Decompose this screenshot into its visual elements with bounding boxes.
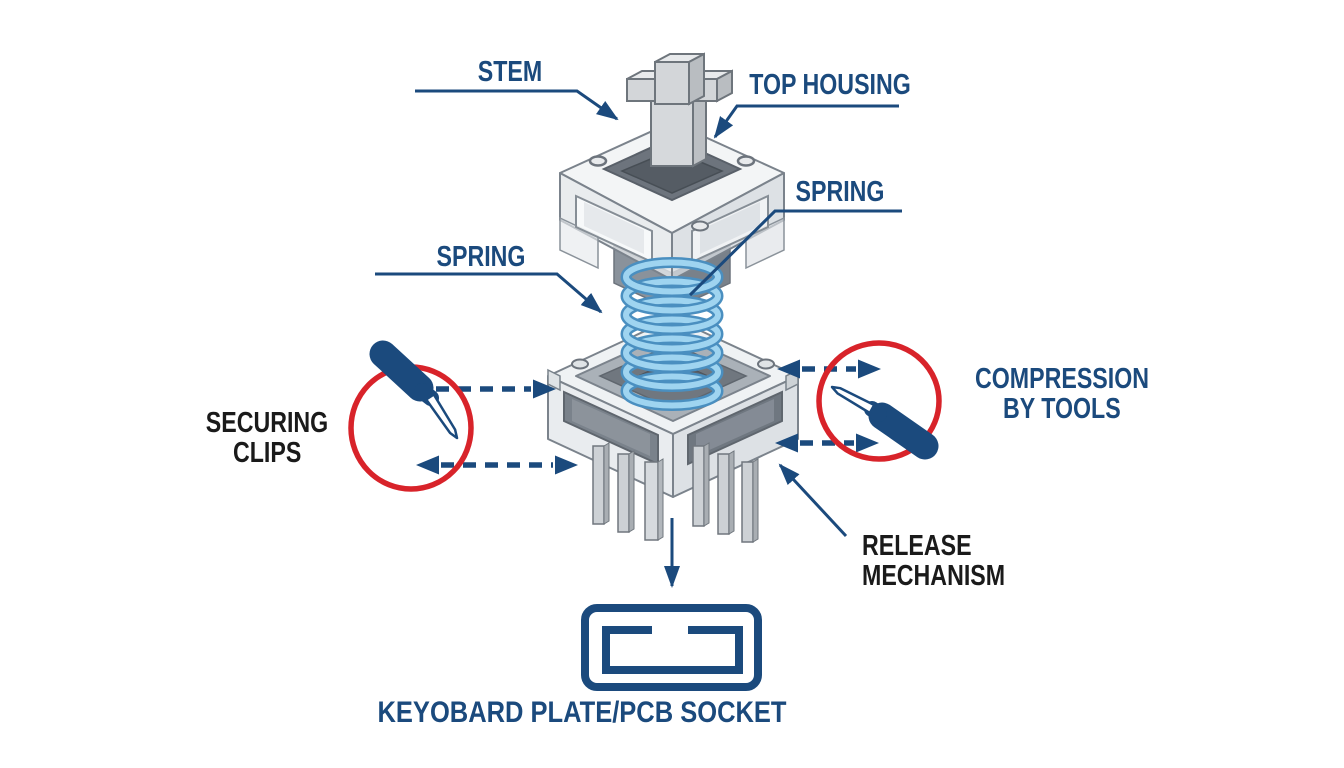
spring-left-label: SPRING bbox=[425, 242, 536, 272]
pcb-socket-icon bbox=[581, 604, 762, 691]
switch-stem bbox=[626, 52, 733, 168]
compression-circle bbox=[816, 340, 942, 462]
stem-leader-line bbox=[415, 89, 619, 121]
securing-clips-line2: CLIPS bbox=[232, 437, 302, 469]
switch-spring bbox=[620, 257, 724, 411]
left-lower-dashed-arrow bbox=[416, 455, 578, 475]
switch-top-housing bbox=[559, 52, 785, 312]
top-housing-label-text: TOP HOUSING bbox=[749, 69, 911, 101]
release-mechanism-label: RELEASE MECHANISM bbox=[862, 531, 1041, 591]
securing-clips-label: SECURING CLIPS bbox=[190, 408, 343, 468]
stem-label-text: STEM bbox=[477, 56, 543, 88]
left-upper-dashed-arrow bbox=[436, 379, 556, 399]
spring-left-leader-line bbox=[375, 272, 603, 314]
socket-label-text: KEYOBARD PLATE/PCB SOCKET bbox=[377, 696, 787, 729]
top-housing-leader-line bbox=[713, 104, 899, 139]
stem-label: STEM bbox=[470, 57, 551, 87]
screwdriver-icon bbox=[830, 385, 939, 460]
spring-left-label-text: SPRING bbox=[436, 241, 526, 273]
securing-clips-line1: SECURING bbox=[205, 407, 329, 439]
release-line2: MECHANISM bbox=[862, 560, 1006, 592]
spring-right-label: SPRING bbox=[784, 177, 895, 207]
release-line1: RELEASE bbox=[862, 530, 972, 562]
release-mechanism-leader-line bbox=[778, 463, 848, 538]
screwdriver-icon bbox=[369, 340, 459, 440]
compression-by-tools-label: COMPRESSION BY TOOLS bbox=[953, 364, 1171, 424]
switch-pins bbox=[592, 442, 759, 543]
top-housing-label: TOP HOUSING bbox=[729, 70, 931, 100]
compression-line2: BY TOOLS bbox=[1003, 393, 1121, 425]
socket-label: KEYOBARD PLATE/PCB SOCKET bbox=[341, 698, 822, 728]
right-lower-dashed-arrow bbox=[775, 433, 879, 453]
spring-right-leader-line bbox=[688, 209, 902, 297]
spring-right-label-text: SPRING bbox=[795, 176, 885, 208]
compression-line1: COMPRESSION bbox=[974, 363, 1150, 395]
